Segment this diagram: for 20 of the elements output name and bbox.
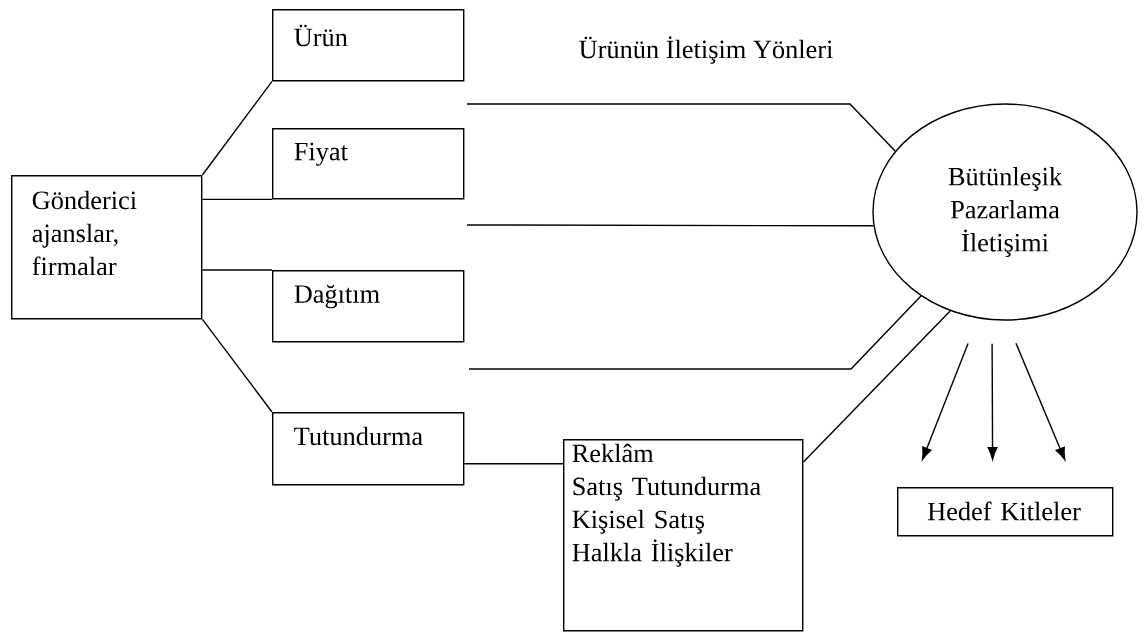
connector-line — [201, 80, 273, 176]
connector-line — [466, 103, 896, 152]
connector-line — [201, 269, 273, 271]
box: Tutundurma — [272, 412, 465, 486]
box: Reklâm Satış Tutundurma Kişisel Satış Halkla İlişkiler — [563, 439, 804, 632]
connector-line — [463, 463, 564, 465]
arrow — [921, 342, 969, 460]
heading-label: Ürünün İletişim Yönleri — [579, 36, 833, 64]
connector-line — [468, 295, 922, 370]
connector-line — [201, 318, 273, 413]
arrow — [987, 343, 998, 460]
box: Hedef Kitleler — [897, 487, 1114, 537]
box: Fiyat — [272, 128, 465, 200]
connector-line — [802, 310, 951, 463]
arrow — [1015, 342, 1066, 461]
connector-line — [201, 198, 273, 201]
box: Ürün — [272, 9, 465, 82]
connector-line — [466, 224, 875, 227]
box: Dağıtım — [272, 270, 465, 343]
box: Gönderici ajanslar, firmalar — [11, 175, 203, 320]
